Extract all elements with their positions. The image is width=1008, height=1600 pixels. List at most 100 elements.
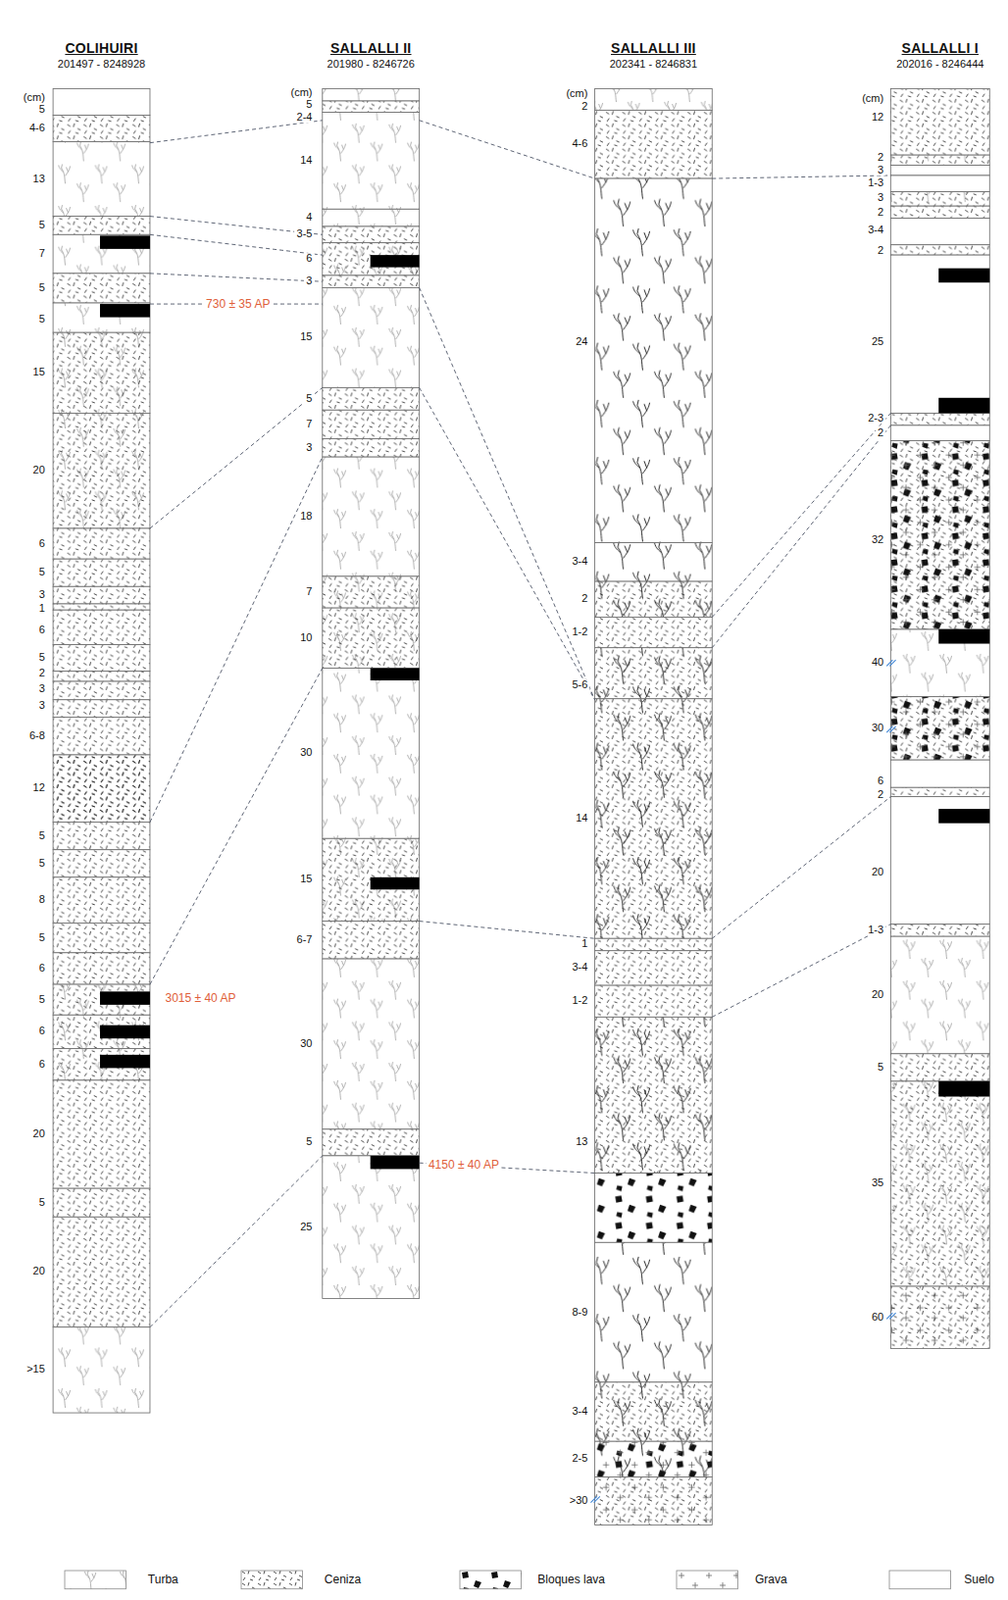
layer (52, 671, 151, 682)
layer (52, 1188, 151, 1217)
layer-outline (890, 245, 990, 255)
column-title: SALLALLI I (902, 40, 979, 56)
thickness-label: 3-5 (295, 229, 315, 242)
thickness-label: 20 (869, 866, 886, 879)
layer (52, 216, 151, 236)
layer-pattern (52, 1327, 151, 1413)
thickness-label: 3 (875, 192, 886, 204)
layer-outline (890, 1081, 990, 1287)
layer (890, 1286, 990, 1349)
layer (890, 412, 990, 425)
layer (595, 1441, 713, 1477)
layer-pattern (595, 648, 713, 700)
layer (322, 226, 420, 244)
layer-pattern (52, 1216, 151, 1327)
legend-swatch (458, 1569, 522, 1591)
layer-outline (322, 456, 420, 577)
sample-box (370, 1156, 420, 1170)
correlation-line (150, 668, 323, 986)
thickness-label: 30 (298, 1038, 314, 1051)
layer (595, 938, 713, 951)
layer-pattern (52, 558, 151, 587)
layer (52, 755, 151, 823)
layer-pattern (322, 576, 420, 608)
thickness-label: 5 (37, 932, 48, 945)
layer-pattern (52, 302, 151, 333)
layer (890, 440, 990, 629)
layer-outline (52, 528, 151, 559)
thickness-label: 1 (579, 939, 590, 952)
sample-box (100, 235, 151, 250)
layer (52, 645, 151, 672)
layer-pattern (52, 604, 151, 610)
thickness-label: 20 (31, 1128, 48, 1141)
layer-outline (52, 89, 151, 116)
layer (52, 1080, 151, 1189)
layer (595, 581, 713, 617)
layer-pattern (322, 838, 420, 921)
layer-pattern (52, 681, 151, 701)
layer-outline (52, 716, 151, 755)
thickness-label: 15 (298, 332, 314, 345)
layer (52, 716, 151, 755)
layer-pattern (890, 154, 990, 165)
sample-box (938, 629, 990, 645)
correlation-line (711, 797, 891, 940)
column-coordinates: 202341 - 8246831 (609, 57, 698, 70)
layer-outline (52, 586, 151, 605)
thickness-label: 5 (37, 282, 48, 295)
layer-outline (322, 287, 420, 388)
layer (52, 850, 151, 878)
layer (322, 275, 420, 288)
layer-outline (52, 1216, 151, 1327)
thickness-label: 6 (875, 775, 886, 788)
water-tick (886, 1312, 893, 1319)
water-tick (889, 1312, 896, 1319)
layer (595, 1242, 713, 1383)
layer-pattern (595, 951, 713, 986)
thickness-label: 12 (869, 111, 886, 124)
layer (890, 1081, 990, 1287)
stratigraphic-column (322, 89, 420, 1300)
layer-outline (322, 208, 420, 227)
layer-pattern (322, 111, 420, 209)
layer (322, 456, 420, 577)
layer (890, 924, 990, 937)
layer-pattern (52, 609, 151, 645)
layer (322, 607, 420, 668)
layer-outline (52, 604, 151, 610)
thickness-label: 4-6 (27, 122, 48, 135)
layer-outline (322, 243, 420, 276)
thickness-label: 2-5 (569, 1454, 590, 1466)
layer-pattern (890, 154, 990, 165)
layer (52, 609, 151, 645)
layer-pattern (322, 456, 420, 577)
thickness-label: 5 (37, 1197, 48, 1210)
thickness-label: 7 (303, 418, 314, 431)
layer-pattern (52, 234, 151, 274)
legend-text: Ceniza (324, 1573, 361, 1587)
legend-text: Grava (755, 1573, 788, 1587)
water-tick (590, 1496, 597, 1503)
layer-pattern (595, 1382, 713, 1442)
radiocarbon-date: 730 ± 35 AP (203, 298, 272, 311)
correlation-line (419, 387, 596, 700)
layer-outline (322, 607, 420, 668)
layer-outline (52, 1080, 151, 1189)
layer-outline (52, 273, 151, 303)
layer-pattern (52, 586, 151, 605)
sample-box (938, 808, 990, 824)
thickness-label: 14 (298, 154, 314, 167)
layer (322, 111, 420, 209)
layer-outline (322, 275, 420, 288)
layer (322, 409, 420, 439)
thickness-label: 25 (298, 1221, 314, 1234)
layer-outline (890, 440, 990, 629)
layer-pattern (52, 412, 151, 529)
layer-pattern (595, 1242, 713, 1383)
thickness-label: 5 (875, 1061, 886, 1074)
layer-pattern (322, 438, 420, 457)
thickness-label: 7 (303, 586, 314, 599)
